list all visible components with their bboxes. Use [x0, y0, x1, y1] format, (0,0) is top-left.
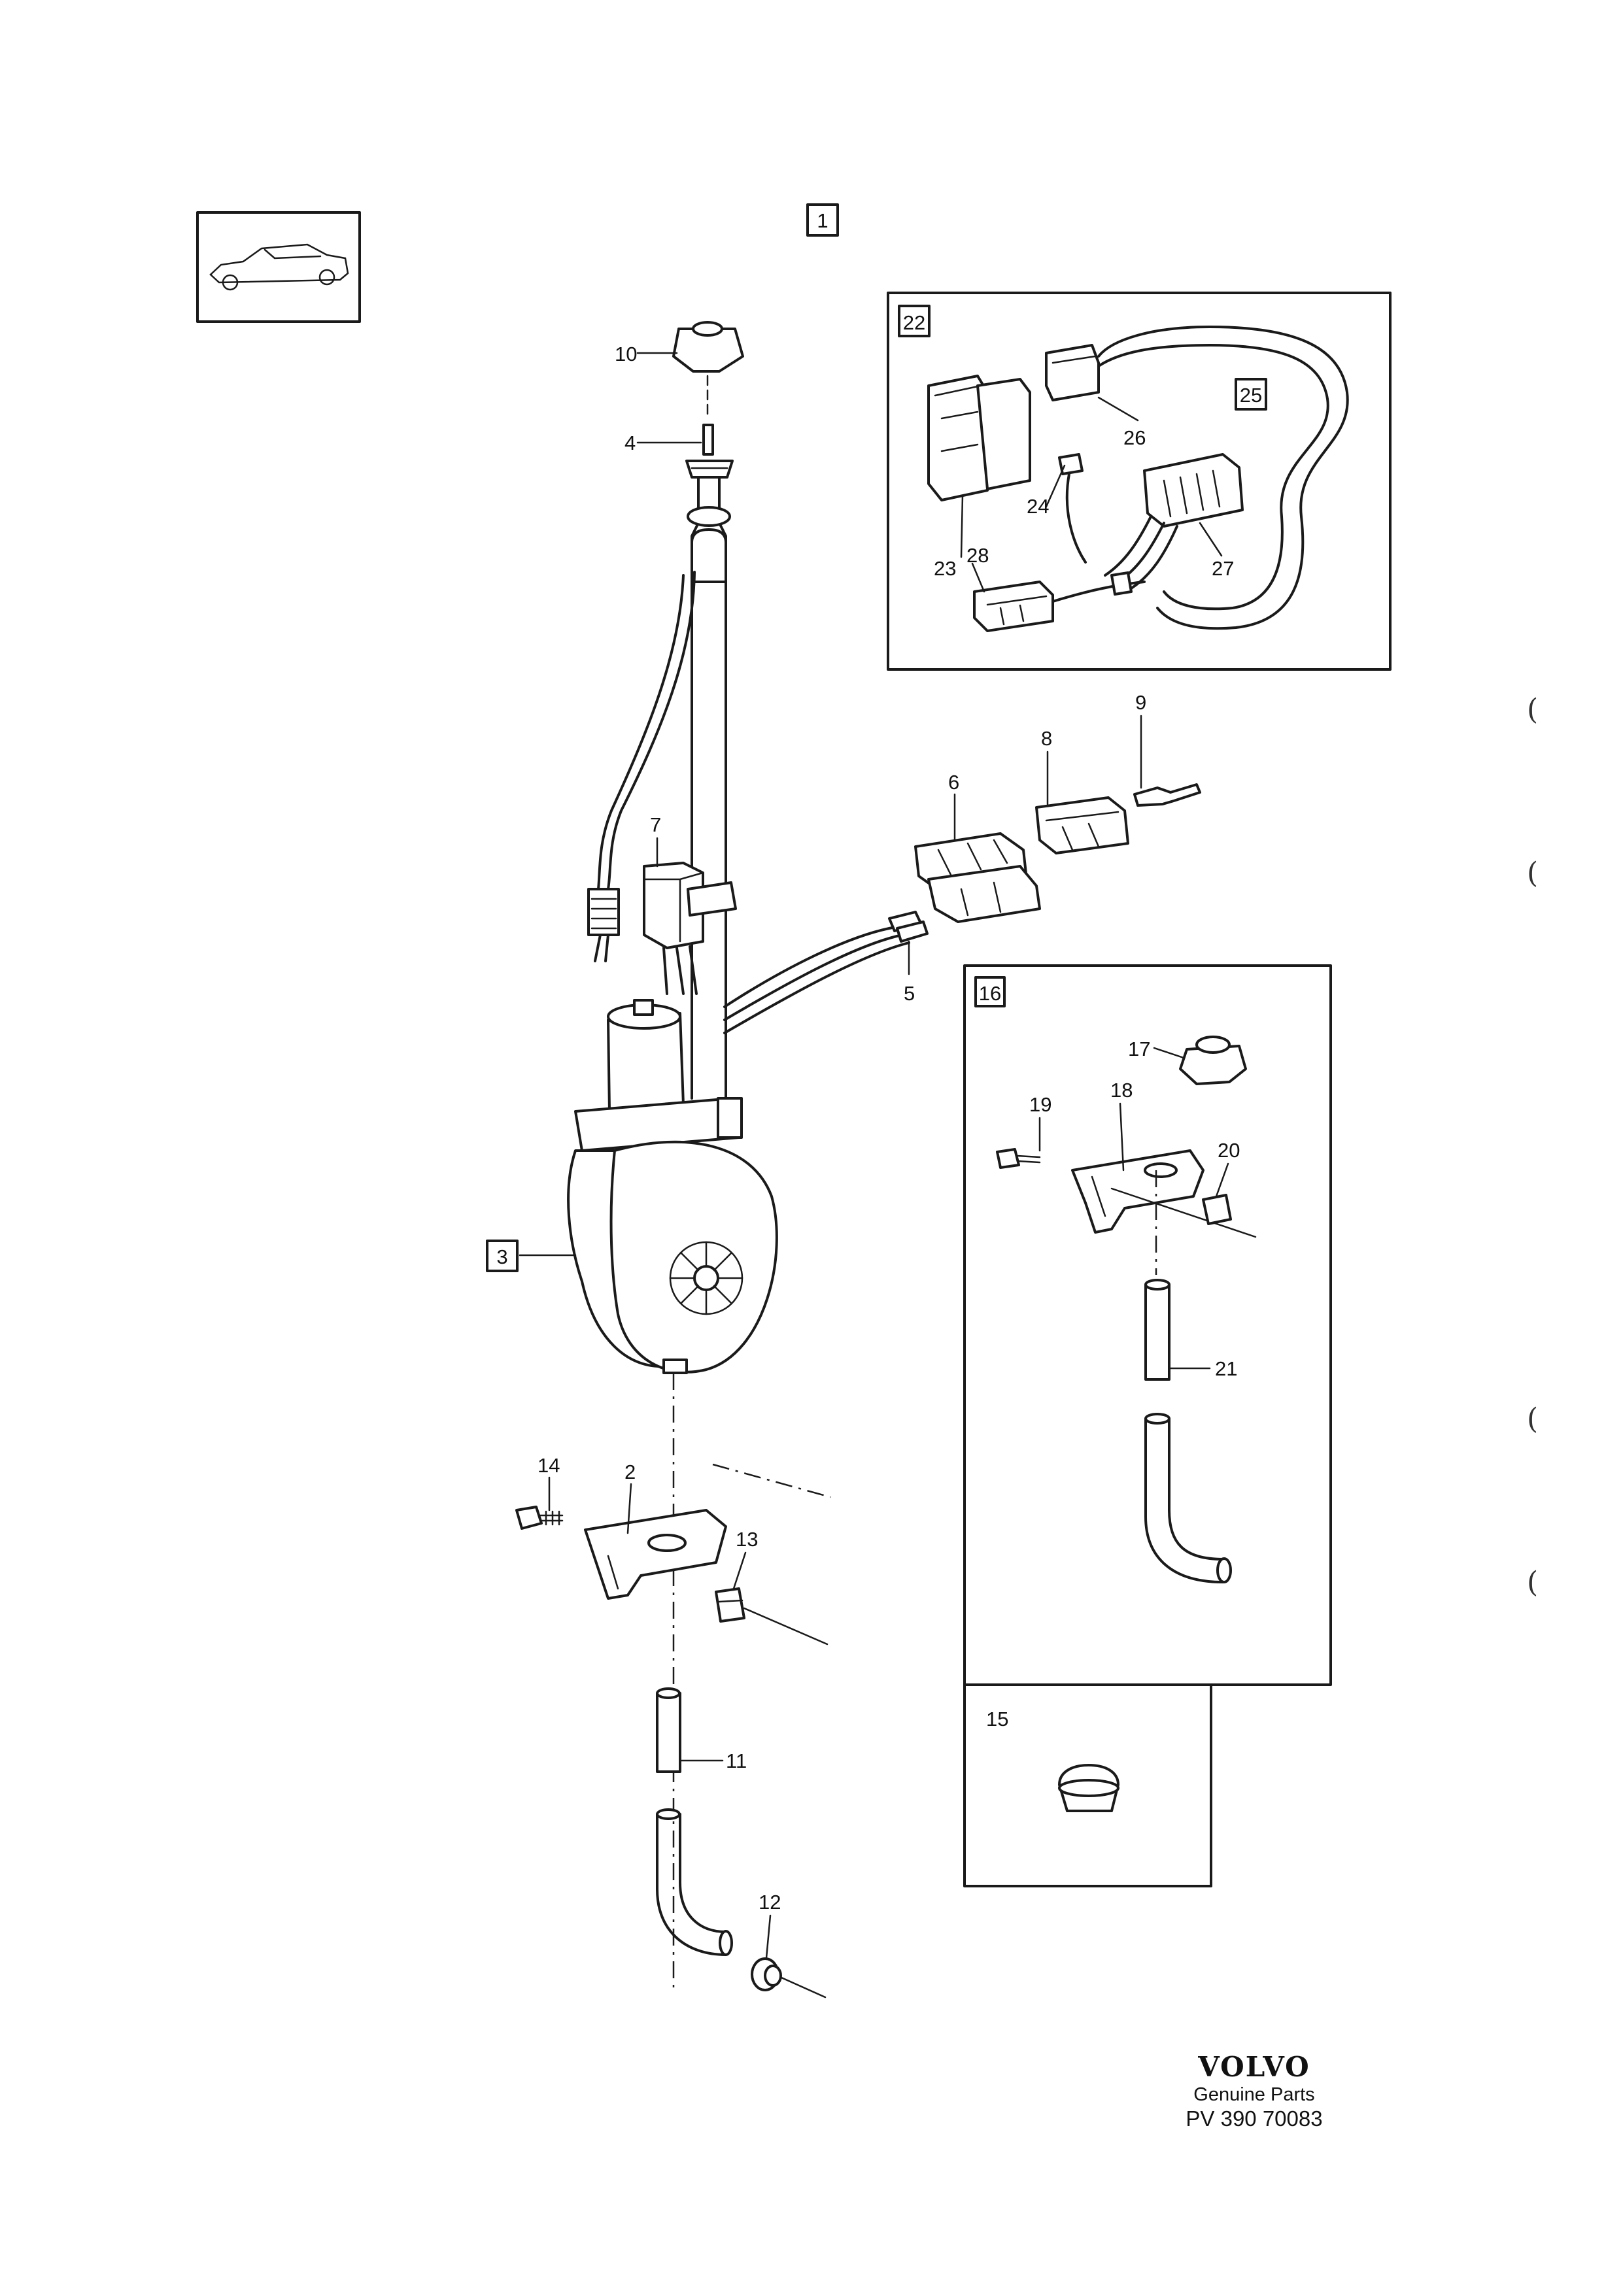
- inset-box-22: [887, 292, 1392, 671]
- callout-20: 20: [1218, 1139, 1240, 1162]
- mast-part-4: [685, 424, 734, 479]
- leader-lines: [519, 352, 1229, 1959]
- callout-box-25: 25: [1235, 378, 1267, 411]
- callout-17: 17: [1128, 1038, 1150, 1060]
- callout-22: 22: [903, 311, 925, 334]
- brand-name: VOLVO: [1198, 2051, 1310, 2083]
- reference-box: 1: [806, 203, 839, 237]
- callout-14: 14: [538, 1454, 560, 1477]
- connector-part-8: [1035, 796, 1129, 854]
- callout-23: 23: [934, 557, 956, 580]
- callout-28: 28: [966, 544, 989, 567]
- callout-8: 8: [1041, 727, 1052, 750]
- reference-box-label: 1: [817, 209, 828, 232]
- callout-box-3: 3: [486, 1240, 519, 1272]
- grommet-part-12: [751, 1957, 827, 1999]
- callout-21: 21: [1215, 1357, 1237, 1380]
- callout-9: 9: [1135, 691, 1146, 714]
- callout-16: 16: [979, 982, 1001, 1005]
- callout-15: 15: [986, 1708, 1008, 1730]
- callout-18: 18: [1110, 1079, 1133, 1102]
- callout-5: 5: [904, 982, 915, 1005]
- hose-part-11: [656, 1687, 733, 1956]
- callout-2: 2: [624, 1460, 636, 1483]
- antenna-plug: [587, 888, 620, 962]
- bolt-part-14: [515, 1506, 564, 1530]
- side-mark: (: [1527, 693, 1538, 726]
- connector-part-6: [914, 832, 1041, 923]
- callout-4: 4: [624, 431, 636, 454]
- part-code: PV 390 70083: [1186, 2106, 1323, 2131]
- inset-box-16: [963, 964, 1332, 1686]
- motor-part-3: [567, 999, 778, 1374]
- callout-25: 25: [1240, 384, 1262, 407]
- callout-7: 7: [650, 813, 661, 836]
- bracket-part-2: [584, 1509, 727, 1600]
- terminal-part-9: [1133, 783, 1201, 807]
- callout-19: 19: [1029, 1093, 1051, 1116]
- relay-part-7: [643, 862, 704, 995]
- callout-3: 3: [496, 1245, 507, 1268]
- inset-box-15: [963, 1683, 1212, 1887]
- callout-labels: 10 4 7 5 6 8 9 3 14 2 13 11 12 22 25 26 …: [486, 311, 1267, 1914]
- side-mark: (: [1527, 1402, 1538, 1436]
- callout-26: 26: [1123, 426, 1146, 449]
- side-mark: (: [1527, 856, 1538, 890]
- callout-12: 12: [759, 1891, 781, 1914]
- callout-13: 13: [736, 1528, 758, 1551]
- callout-27: 27: [1212, 557, 1234, 580]
- antenna-assembly: [567, 321, 929, 1987]
- side-mark: (: [1527, 1566, 1538, 1599]
- callout-10: 10: [615, 343, 637, 365]
- nut-part-10: [672, 321, 744, 420]
- callout-6: 6: [948, 771, 959, 794]
- callout-11: 11: [726, 1749, 747, 1772]
- brand-block: VOLVO Genuine Parts PV 390 70083: [1169, 2051, 1339, 2131]
- side-marks: ( ( ( (: [1527, 693, 1538, 1599]
- brand-subtitle: Genuine Parts: [1193, 2084, 1315, 2105]
- clip-part-13: [715, 1587, 829, 1646]
- vehicle-thumbnail: [196, 211, 361, 323]
- callout-24: 24: [1027, 495, 1049, 518]
